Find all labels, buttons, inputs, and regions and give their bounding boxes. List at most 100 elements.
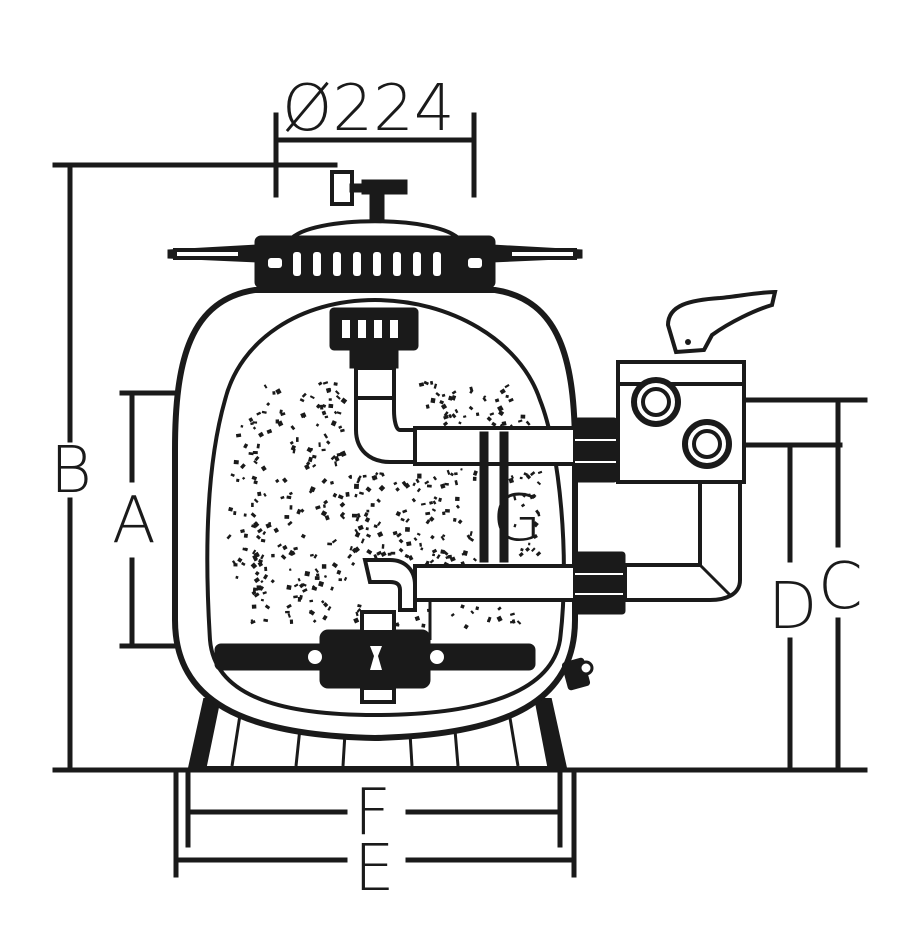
sand-grain [494, 398, 500, 403]
sand-grain [470, 610, 475, 615]
sand-grain [330, 420, 337, 427]
sand-grain [400, 517, 405, 522]
sand-grain [254, 571, 260, 576]
sand-grain [306, 446, 313, 453]
sand-grain [468, 405, 474, 411]
sand-grain [324, 415, 329, 419]
sand-grain [520, 414, 526, 419]
sand-grain [469, 537, 475, 542]
sand-grain [263, 492, 267, 497]
sand-grain [351, 513, 357, 518]
sand-grain [282, 477, 288, 484]
sand-grain [523, 472, 529, 477]
sand-grain [416, 487, 421, 493]
sand-grain [256, 411, 262, 416]
sand-grain [340, 428, 345, 433]
sand-grain [454, 479, 459, 486]
sand-grain [451, 394, 457, 401]
sand-grain [353, 483, 359, 489]
sand-grain [520, 547, 524, 552]
sand-grain [376, 550, 382, 556]
sand-grain [260, 465, 267, 472]
sand-grain [327, 542, 333, 546]
sand-grain [316, 403, 321, 409]
sand-grain [296, 508, 302, 515]
sand-grain [489, 412, 495, 416]
sand-grain [511, 619, 516, 624]
c-label: C [818, 550, 863, 624]
sand-grain [328, 398, 332, 401]
sand-grain [286, 495, 292, 500]
sand-grain [331, 562, 339, 569]
sand-grain [321, 448, 326, 452]
sand-grain [321, 410, 327, 416]
sand-grain [299, 398, 305, 403]
sand-grain [287, 613, 291, 618]
sand-grain [501, 421, 507, 427]
sand-grain [260, 598, 265, 602]
sand-grain [537, 470, 543, 475]
sand-grain [531, 547, 536, 553]
sand-grain [449, 556, 456, 562]
sand-grain [309, 395, 315, 400]
sand-grain [297, 577, 301, 582]
sand-grain [254, 455, 260, 462]
sand-grain [256, 443, 260, 449]
sand-grain [435, 391, 441, 397]
sand-grain [472, 557, 478, 562]
sand-grain [311, 585, 317, 590]
sand-grain [454, 408, 459, 414]
diameter-label: Ø224 [282, 72, 455, 146]
sand-grain [525, 547, 531, 552]
sand-grain [355, 516, 360, 522]
sand-grain [266, 402, 271, 407]
sand-grain [436, 554, 441, 560]
sand-grain [299, 594, 303, 600]
sand-grain [243, 443, 249, 449]
sand-grain [332, 492, 338, 498]
sand-grain [271, 553, 275, 558]
sand-grain [446, 469, 451, 475]
sand-grain [429, 500, 434, 505]
sand-grain [525, 420, 531, 426]
sand-grain [314, 576, 320, 580]
sand-grain [419, 542, 423, 547]
sand-grain [275, 388, 282, 395]
sand-grain [315, 505, 321, 510]
sand-grain [420, 502, 426, 506]
sand-grain [289, 505, 293, 510]
sand-grain [365, 527, 369, 531]
sand-grain [525, 474, 532, 480]
sand-grain [252, 426, 257, 430]
sand-grain [296, 437, 299, 442]
sand-grain [353, 617, 360, 624]
sand-grain [377, 521, 382, 526]
sand-grain [404, 527, 410, 532]
sand-grain [365, 486, 372, 493]
sand-grain [241, 476, 246, 480]
sand-grain [462, 415, 467, 418]
sand-grain [440, 483, 446, 489]
sand-grain [426, 484, 432, 488]
sand-grain [327, 606, 332, 611]
sand-grain [381, 473, 385, 477]
sand-grain [520, 503, 526, 508]
sand-grain [253, 460, 258, 465]
sand-grain [257, 491, 262, 497]
sand-grain [455, 504, 460, 509]
sand-grain [272, 391, 276, 395]
sand-grain [491, 421, 497, 427]
sand-grain [333, 410, 338, 415]
sand-grain [263, 618, 269, 623]
sand-grain [252, 451, 258, 455]
sand-grain [505, 394, 509, 399]
sand-grain [320, 600, 325, 604]
sand-grain [343, 576, 348, 581]
sand-grain [286, 584, 292, 591]
sand-grain [262, 531, 267, 536]
sand-grain [233, 459, 239, 465]
sand-grain [430, 397, 436, 404]
sand-grain [509, 612, 515, 617]
drain-plug-icon [561, 657, 594, 691]
sand-grain [532, 493, 537, 498]
